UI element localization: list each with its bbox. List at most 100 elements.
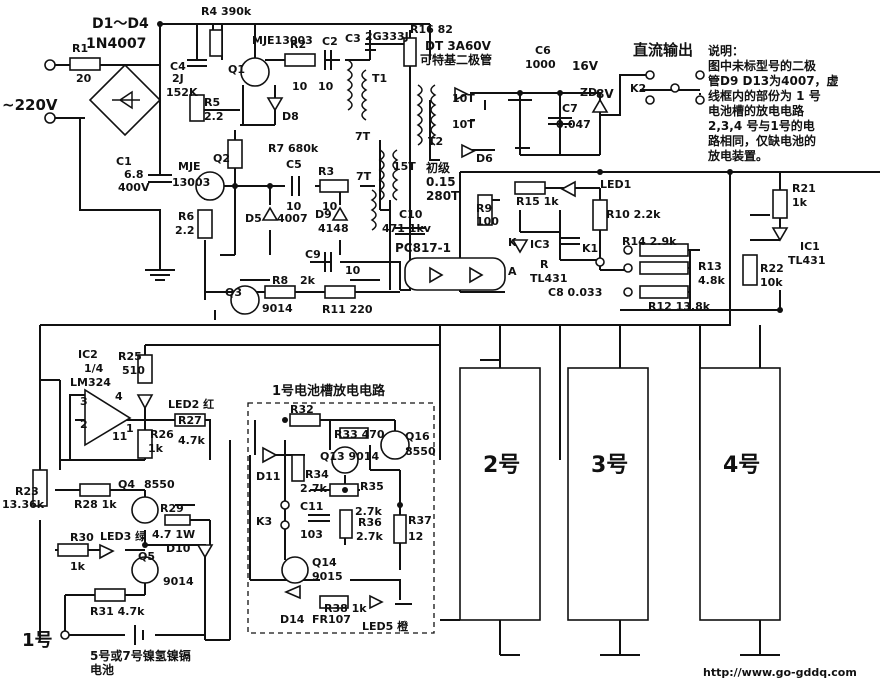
label-q14: Q14 xyxy=(312,556,337,569)
label-c9: C9 xyxy=(305,248,321,261)
label-r23: R23 xyxy=(15,485,39,498)
label-q13: Q13 9014 xyxy=(320,450,379,463)
label-tl431-a: TL431 xyxy=(530,272,567,285)
wire-spec-label: 0.15 xyxy=(426,175,456,189)
label-r11: R11 220 xyxy=(322,303,373,316)
label-r22: R22 xyxy=(760,262,784,275)
label-r35: R35 xyxy=(360,480,384,493)
label-r13-val: 4.8k xyxy=(698,274,725,287)
label-mje2b: 13003 xyxy=(172,176,210,189)
label-r9-val: 100 xyxy=(476,215,499,228)
label-t1: T1 xyxy=(372,72,387,85)
label-7t-b: 7T xyxy=(356,170,372,183)
label-15t: 15T xyxy=(393,160,416,173)
label-r37: R37 xyxy=(408,514,432,527)
label-q3: Q3 xyxy=(225,286,242,299)
label-c10: C10 xyxy=(399,208,423,221)
label-c5-val: 10 xyxy=(286,200,302,213)
label-r27-val: 4.7k xyxy=(178,434,205,447)
label-r34: R34 xyxy=(305,468,329,481)
label-ic2-quarter: 1/4 xyxy=(84,362,104,375)
label-d14: D14 xyxy=(280,613,305,626)
label-pin2: 2 xyxy=(80,418,88,431)
label-r1: R1 xyxy=(72,42,88,55)
label-led3: LED3 绿 xyxy=(100,529,147,543)
label-r38: R38 1k xyxy=(324,602,367,615)
label-c5: C5 xyxy=(286,158,302,171)
label-r4: R4 390k xyxy=(201,5,252,18)
label-r23-val: 13.36k xyxy=(2,498,45,511)
label-r7: R7 680k xyxy=(268,142,319,155)
discharge-title: 1号电池槽放电电路 xyxy=(272,383,386,399)
label-mje2: MJE xyxy=(178,160,201,173)
label-q16-part: 8550 xyxy=(405,445,436,458)
label-k3: K3 xyxy=(256,515,272,528)
label-c9-val: 10 xyxy=(345,264,361,277)
label-r21: R21 xyxy=(792,182,816,195)
label-r36-val: 2.7k xyxy=(356,530,383,543)
label-r3-val: 10 xyxy=(322,200,338,213)
label-k1: K1 xyxy=(582,242,598,255)
label-ic3: IC3 xyxy=(530,238,550,251)
label-r30: R30 xyxy=(70,531,94,544)
v8-label: 8V xyxy=(596,87,614,101)
note-line-5: 电池槽的放电电路 xyxy=(708,103,805,118)
label-c4-code: 152K xyxy=(166,86,198,99)
label-q4-part: 8550 xyxy=(144,478,175,491)
opto-label: PC817-1 xyxy=(395,241,451,255)
label-ic1: IC1 xyxy=(800,240,820,253)
label-mje1: MJE13003 xyxy=(252,34,313,47)
label-d9-part: 4148 xyxy=(318,222,349,235)
label-c11-val: 103 xyxy=(300,528,323,541)
label-r33: R33 470 xyxy=(334,428,385,441)
label-d14-part: FR107 xyxy=(312,613,351,626)
fast-diode-note: 可特基二极管 xyxy=(420,52,492,67)
label-c6: C6 xyxy=(535,44,551,57)
label-k: K xyxy=(508,236,517,249)
label-d9: D9 xyxy=(315,208,332,221)
label-r14: R14 2.9k xyxy=(622,235,677,248)
fast-diode-label: DT 3A60V xyxy=(425,39,492,53)
label-pin11: 11 xyxy=(112,430,127,443)
bridge-label: D1～D4 xyxy=(92,16,149,32)
label-a: A xyxy=(508,265,517,278)
label-zd: ZD xyxy=(580,86,597,99)
label-q5: Q5 xyxy=(138,550,155,563)
label-r2-val: 10 xyxy=(292,80,308,93)
label-r5-val: 2.2 xyxy=(204,110,224,123)
label-r30-val: 1k xyxy=(70,560,86,573)
label-q2: Q2 xyxy=(213,152,230,165)
label-r35-val: 2.7k xyxy=(355,505,382,518)
note-line-7: 路相同，仅缺电池的 xyxy=(708,133,816,148)
label-r2: R2 xyxy=(290,38,306,51)
label-c11: C11 xyxy=(300,500,323,513)
label-r31: R31 4.7k xyxy=(90,605,145,618)
label-q5-part: 9014 xyxy=(163,575,194,588)
label-d10: D10 xyxy=(166,542,191,555)
note-line-2: 图中未标型号的二极 xyxy=(708,58,817,73)
dc-output-label: 直流输出 xyxy=(633,41,693,59)
battery-label-2: 电池 xyxy=(90,662,114,677)
battery-label: 5号或7号镍氢镍镉 xyxy=(90,648,191,663)
label-r34-val: 2.7k xyxy=(300,482,327,495)
note-line-3: 管D9 D13为4007，虚 xyxy=(708,73,839,88)
label-pin1: 1 xyxy=(126,422,134,435)
slot1-label: 1号 xyxy=(22,630,53,651)
label-d8: D8 xyxy=(282,110,299,123)
label-q4: Q4 xyxy=(118,478,135,491)
label-r16: R16 82 xyxy=(410,23,453,36)
label-r10: R10 2.2k xyxy=(606,208,661,221)
label-r5: R5 xyxy=(204,96,220,109)
note-line-6: 2,3,4 号与1号的电 xyxy=(708,118,815,133)
label-r15: R15 1k xyxy=(516,195,559,208)
components xyxy=(32,21,789,656)
label-q16: Q16 xyxy=(405,430,430,443)
label-ic2: IC2 xyxy=(78,348,98,361)
label-k2: K2 xyxy=(630,82,646,95)
label-c4-val: 2J xyxy=(172,72,184,85)
label-r28: R28 1k xyxy=(74,498,117,511)
watermark: http://www.go-gddq.com xyxy=(703,666,857,679)
label-c4: C4 xyxy=(170,60,186,73)
note-line-1: 说明： xyxy=(708,43,744,58)
label-r29-val: 4.7 1W xyxy=(152,528,195,541)
